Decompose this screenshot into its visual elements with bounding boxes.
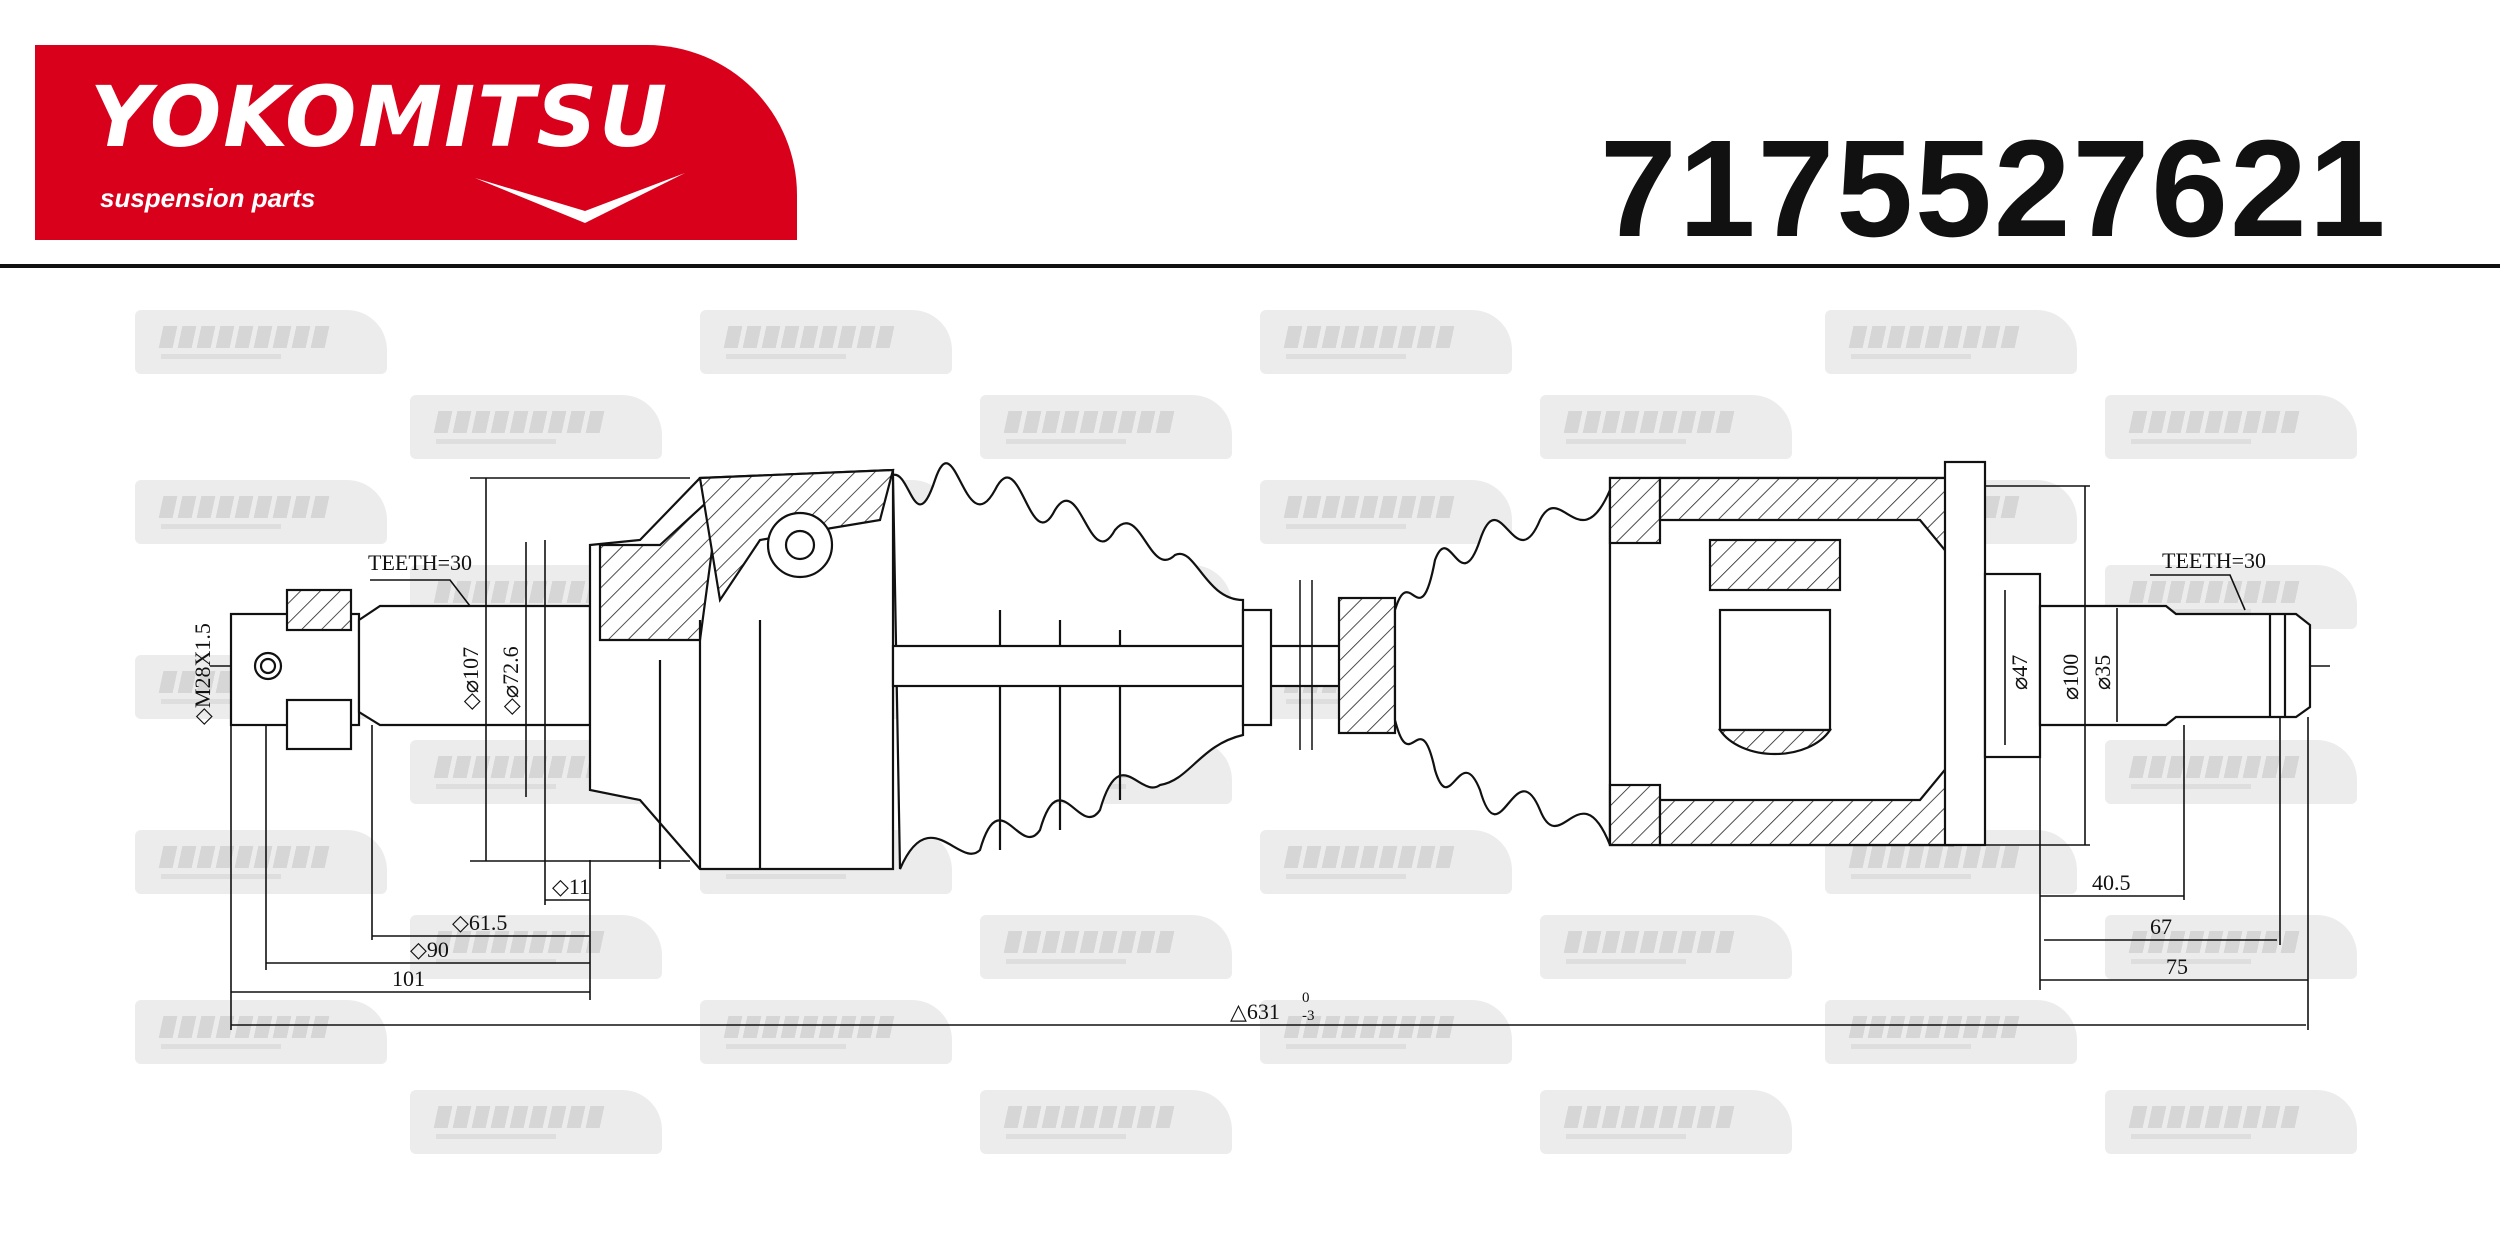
d47-label: ⌀47 bbox=[2007, 655, 2032, 690]
left-teeth-label: TEETH=30 bbox=[368, 550, 472, 575]
brand-logo: YOKOMITSU suspension parts bbox=[35, 45, 797, 240]
watermark-logo bbox=[2105, 915, 2357, 979]
watermark-tagline-graphic bbox=[436, 439, 556, 444]
watermark-logo bbox=[1540, 1090, 1792, 1154]
thread-label: ◇M28X1.5 bbox=[190, 623, 215, 725]
watermark-tagline-graphic bbox=[1006, 1134, 1126, 1139]
dim-40-label: 40.5 bbox=[2092, 870, 2131, 895]
watermark-logo bbox=[2105, 395, 2357, 459]
watermark-logo bbox=[1260, 310, 1512, 374]
d72-label: ◇⌀72.6 bbox=[498, 646, 523, 715]
watermark-logo bbox=[410, 1090, 662, 1154]
watermark-tagline-graphic bbox=[1851, 1044, 1971, 1049]
watermark-logo bbox=[1540, 395, 1792, 459]
watermark-tagline-graphic bbox=[1006, 959, 1126, 964]
brand-tagline: suspension parts bbox=[100, 183, 316, 213]
dim-11-label: ◇11 bbox=[552, 874, 590, 899]
watermark-tagline-graphic bbox=[2131, 609, 2251, 614]
dim-90-label: ◇90 bbox=[410, 937, 449, 962]
watermark-tagline-graphic bbox=[161, 874, 281, 879]
watermark-tagline-graphic bbox=[726, 1044, 846, 1049]
watermark-logo bbox=[980, 915, 1232, 979]
watermark-tagline-graphic bbox=[1006, 439, 1126, 444]
d107-label: ◇⌀107 bbox=[458, 647, 483, 710]
watermark-tagline-graphic bbox=[161, 1044, 281, 1049]
damper-ring bbox=[1337, 596, 1397, 735]
dim-61-label: ◇61.5 bbox=[452, 910, 507, 935]
inner-boot bbox=[1393, 489, 1612, 846]
watermark-tagline-graphic bbox=[1566, 959, 1686, 964]
watermark-tagline-graphic bbox=[2131, 959, 2251, 964]
watermark-tagline-graphic bbox=[1851, 354, 1971, 359]
watermark-tagline-graphic bbox=[161, 524, 281, 529]
header-divider bbox=[0, 264, 2500, 268]
watermark-logo bbox=[410, 395, 662, 459]
watermark-logo bbox=[1825, 1000, 2077, 1064]
brand-name: YOKOMITSU bbox=[90, 68, 670, 166]
tolerance-upper: 0 bbox=[1302, 990, 1310, 1006]
watermark-tagline-graphic bbox=[161, 699, 281, 704]
watermark-logo bbox=[1260, 1000, 1512, 1064]
watermark-tagline-graphic bbox=[436, 1134, 556, 1139]
dim-101-label: 101 bbox=[392, 966, 425, 991]
watermark-logo bbox=[980, 1090, 1232, 1154]
d35-label: ⌀35 bbox=[2090, 655, 2115, 690]
right-spline bbox=[2038, 604, 2312, 727]
watermark-logo bbox=[135, 480, 387, 544]
watermark-logo bbox=[1825, 310, 2077, 374]
flange bbox=[1943, 460, 1987, 847]
watermark-logo bbox=[410, 915, 662, 979]
watermark-tagline-graphic bbox=[1566, 439, 1686, 444]
watermark-logo bbox=[135, 310, 387, 374]
watermark-logo bbox=[2105, 740, 2357, 804]
watermark-tagline-graphic bbox=[1851, 874, 1971, 879]
driveshaft-drawing: TEETH=30 ◇M28X1.5 ◇⌀107 ◇⌀72.6 ◇11 ◇61.5… bbox=[190, 460, 2330, 1030]
watermark-logo bbox=[135, 1000, 387, 1064]
watermark-logo bbox=[2105, 1090, 2357, 1154]
watermark-tagline-graphic bbox=[1286, 1044, 1406, 1049]
watermark-logo bbox=[700, 1000, 952, 1064]
watermark-logo bbox=[700, 310, 952, 374]
watermark-tagline-graphic bbox=[1566, 1134, 1686, 1139]
part-number: 7175527621 bbox=[1600, 112, 2388, 266]
watermark-tagline-graphic bbox=[2131, 784, 2251, 789]
watermark-logo bbox=[1260, 830, 1512, 894]
watermark-tagline-graphic bbox=[726, 354, 846, 359]
dimension-lines bbox=[230, 477, 2309, 1030]
tripod-roller bbox=[1708, 538, 1842, 592]
dim-67-label: 67 bbox=[2150, 914, 2172, 939]
watermark-tagline-graphic bbox=[436, 784, 556, 789]
watermark-tagline-graphic bbox=[2131, 1134, 2251, 1139]
watermark-logo bbox=[1540, 915, 1792, 979]
dim-75-label: 75 bbox=[2166, 954, 2188, 979]
dimension-labels: TEETH=30 ◇M28X1.5 ◇⌀107 ◇⌀72.6 ◇11 ◇61.5… bbox=[190, 548, 2266, 1024]
watermark-tagline-graphic bbox=[1286, 354, 1406, 359]
watermark-tagline-graphic bbox=[726, 874, 846, 879]
overall-length-label: △631 bbox=[1230, 999, 1280, 1024]
watermark-tagline-graphic bbox=[161, 354, 281, 359]
watermark-tagline-graphic bbox=[436, 959, 556, 964]
nut bbox=[285, 588, 353, 632]
watermark-logo bbox=[135, 830, 387, 894]
d100-label: ⌀100 bbox=[2058, 654, 2083, 700]
watermark-tagline-graphic bbox=[2131, 439, 2251, 444]
tolerance-lower: -3 bbox=[1302, 1008, 1315, 1024]
watermark-logo bbox=[980, 395, 1232, 459]
right-teeth-label: TEETH=30 bbox=[2162, 548, 2266, 573]
watermark-tagline-graphic bbox=[1286, 874, 1406, 879]
watermark-tagline-graphic bbox=[1286, 524, 1406, 529]
watermark-logo bbox=[1260, 480, 1512, 544]
logo-swoosh-icon bbox=[475, 173, 685, 223]
